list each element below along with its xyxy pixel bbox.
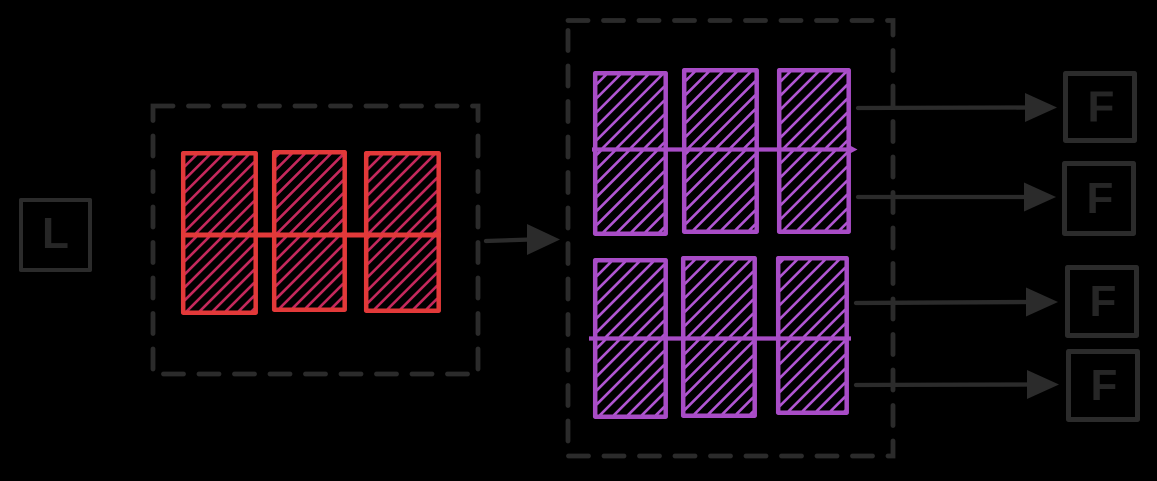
svg-text:F: F [1087,174,1114,223]
svg-text:L: L [42,209,69,258]
svg-text:F: F [1091,361,1118,410]
svg-text:F: F [1088,82,1115,131]
svg-text:F: F [1090,277,1117,326]
